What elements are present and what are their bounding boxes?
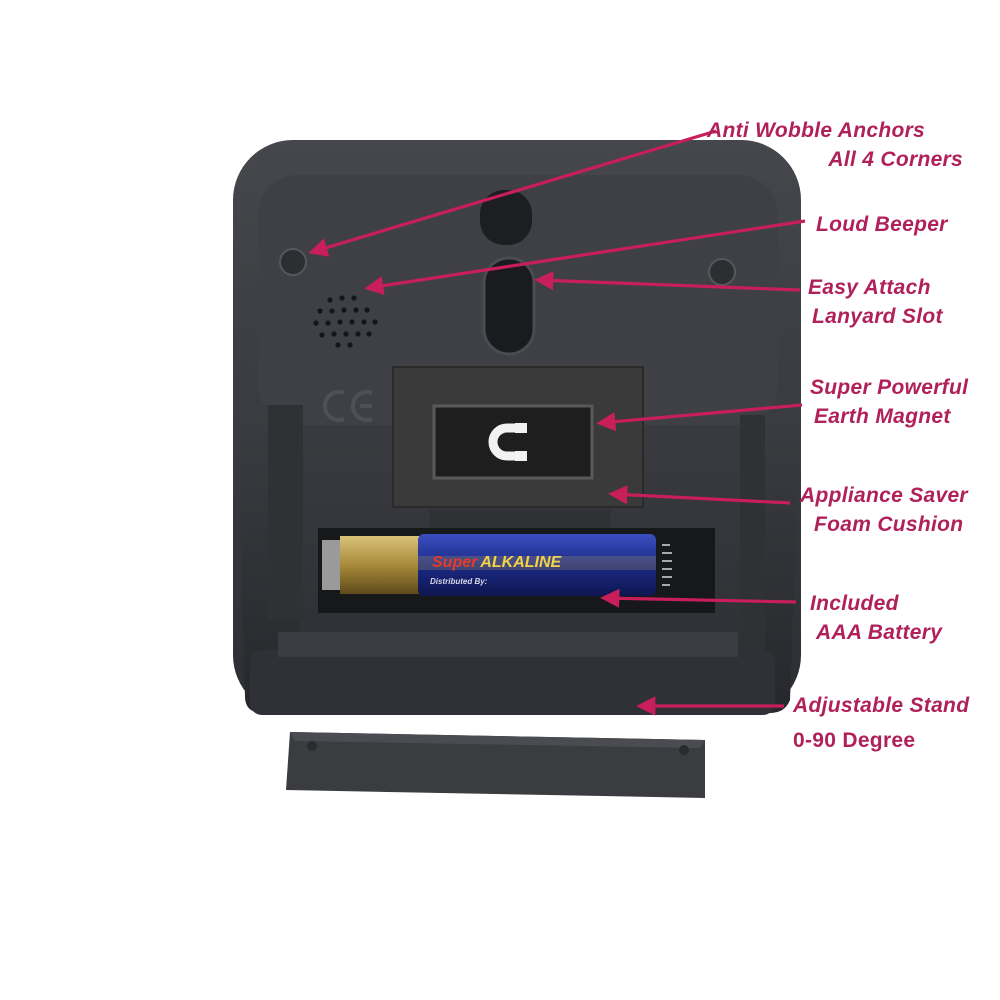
callout-stand-line2: 0-90 Degree xyxy=(793,729,916,752)
callout-lanyard-line2: Lanyard Slot xyxy=(812,305,943,328)
callout-foam-line1: Appliance Saver xyxy=(800,484,968,507)
aaa-battery xyxy=(322,534,656,596)
magnet-window xyxy=(432,404,594,480)
battery-cover xyxy=(286,732,705,798)
arrow-lanyard xyxy=(534,270,801,292)
anchor-top-right xyxy=(708,258,736,286)
battery-spring xyxy=(662,544,672,586)
lanyard-slot-upper xyxy=(480,190,532,245)
lanyard-slot xyxy=(482,256,536,356)
callout-stand: Adjustable Stand 0-90 Degree xyxy=(793,691,969,755)
callout-lanyard-line1: Easy Attach xyxy=(808,276,931,299)
anchor-top-left xyxy=(279,248,307,276)
ce-mark-icon xyxy=(322,390,373,422)
arrow-battery xyxy=(600,588,797,608)
speaker-grille-icon xyxy=(313,295,378,348)
callout-magnet: Super Powerful Earth Magnet xyxy=(810,373,968,431)
callout-foam-line2: Foam Cushion xyxy=(814,513,964,536)
callout-foam: Appliance Saver Foam Cushion xyxy=(800,481,968,539)
callout-anchors-line1: Anti Wobble Anchors xyxy=(707,119,926,142)
callout-magnet-line1: Super Powerful xyxy=(810,376,969,399)
arrow-beeper xyxy=(364,219,806,296)
arrow-magnet xyxy=(596,403,803,432)
arrow-anchors xyxy=(308,129,717,257)
callout-beeper: Loud Beeper xyxy=(816,210,948,239)
magnet-icon xyxy=(488,423,527,461)
compartment-lip xyxy=(430,510,610,528)
timer-device xyxy=(233,140,801,715)
battery-distributor: Distributed By: xyxy=(430,577,488,586)
callout-lanyard: Easy Attach Lanyard Slot xyxy=(808,273,943,331)
callout-battery-line1: Included xyxy=(810,592,899,615)
callout-arrows xyxy=(308,129,806,716)
callout-anchors-line2: All 4 Corners xyxy=(828,148,963,171)
callout-stand-line1: Adjustable Stand xyxy=(793,694,970,717)
callout-battery: Included AAA Battery xyxy=(810,589,942,647)
callout-magnet-line2: Earth Magnet xyxy=(814,405,951,428)
callout-beeper-line1: Loud Beeper xyxy=(816,213,948,236)
arrow-foam xyxy=(608,485,791,505)
callout-battery-line2: AAA Battery xyxy=(816,621,943,644)
callout-anchors: Anti Wobble Anchors All 4 Corners xyxy=(707,116,963,174)
